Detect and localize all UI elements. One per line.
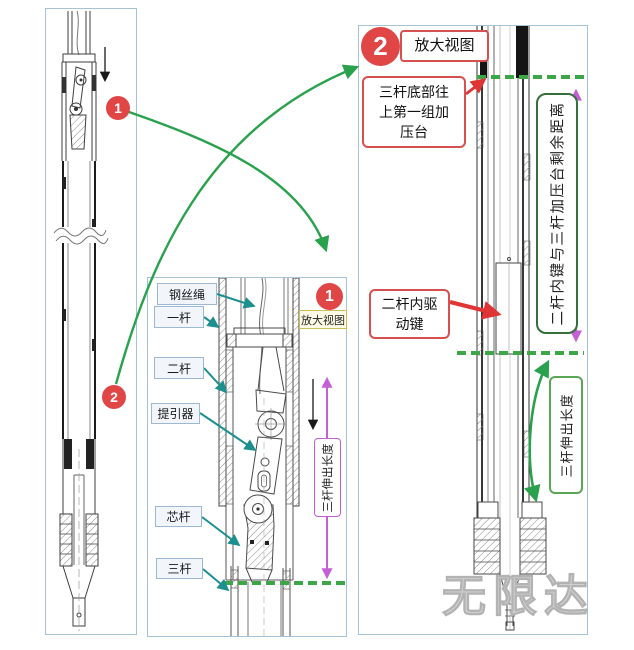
part-label-rod-1: 一杆: [154, 306, 204, 328]
callout-drive-key: 二杆内驱动键: [369, 289, 450, 339]
part-label-rod-1-text: 一杆: [166, 310, 191, 325]
measurement-extension-right: 三杆伸出长度: [549, 376, 583, 494]
measurement-remaining-distance: 二杆内键与三杆加压台剩余距离: [536, 93, 578, 334]
part-label-wire-rope-text: 钢丝绳: [168, 287, 205, 302]
watermark: 无限达: [442, 572, 595, 622]
full-assembly-drawing: [53, 10, 109, 631]
marker-2-right: 2: [361, 27, 400, 66]
measurement-extension-middle-text: 三杆伸出长度: [322, 443, 335, 512]
enlarged-view-2-caption-text: 放大视图: [414, 37, 475, 55]
marker-1-left-number: 1: [114, 100, 122, 116]
marker-2-right-number: 2: [373, 31, 388, 61]
marker-2-left-number: 2: [110, 389, 118, 405]
marker-1-middle-number: 1: [325, 287, 334, 305]
measurement-extension-middle: 三杆伸出长度: [314, 438, 341, 517]
part-label-lifter: 提引器: [151, 403, 200, 424]
measurement-extension-right-text: 三杆伸出长度: [559, 392, 575, 478]
part-label-wire-rope: 钢丝绳: [157, 283, 217, 305]
marker-1-middle: 1: [316, 283, 343, 310]
part-label-rod-3: 三杆: [156, 558, 203, 579]
part-label-rod-2: 二杆: [154, 357, 204, 379]
callout-pressure-step-text: 三杆底部往上第一组加压台: [379, 83, 449, 141]
part-label-core-rod: 芯杆: [155, 506, 202, 527]
callout-pressure-step: 三杆底部往上第一组加压台: [362, 76, 466, 148]
part-label-rod-3-text: 三杆: [167, 562, 192, 576]
part-label-rod-2-text: 二杆: [166, 361, 191, 376]
callout-drive-key-text: 二杆内驱动键: [381, 295, 438, 332]
marker-1-left: 1: [106, 96, 130, 120]
part-label-core-rod-text: 芯杆: [166, 510, 191, 524]
enlarged-view-2-caption: 放大视图: [400, 30, 489, 62]
leader-curve-view1: [128, 110, 330, 253]
enlarged-view-1-caption: 放大视图: [299, 310, 347, 329]
measurement-remaining-distance-text: 二杆内键与三杆加压台剩余距离: [550, 101, 567, 326]
marker-2-left: 2: [102, 385, 126, 409]
part-label-lifter-text: 提引器: [157, 407, 194, 421]
enlarged-view-1-caption-text: 放大视图: [301, 314, 345, 327]
